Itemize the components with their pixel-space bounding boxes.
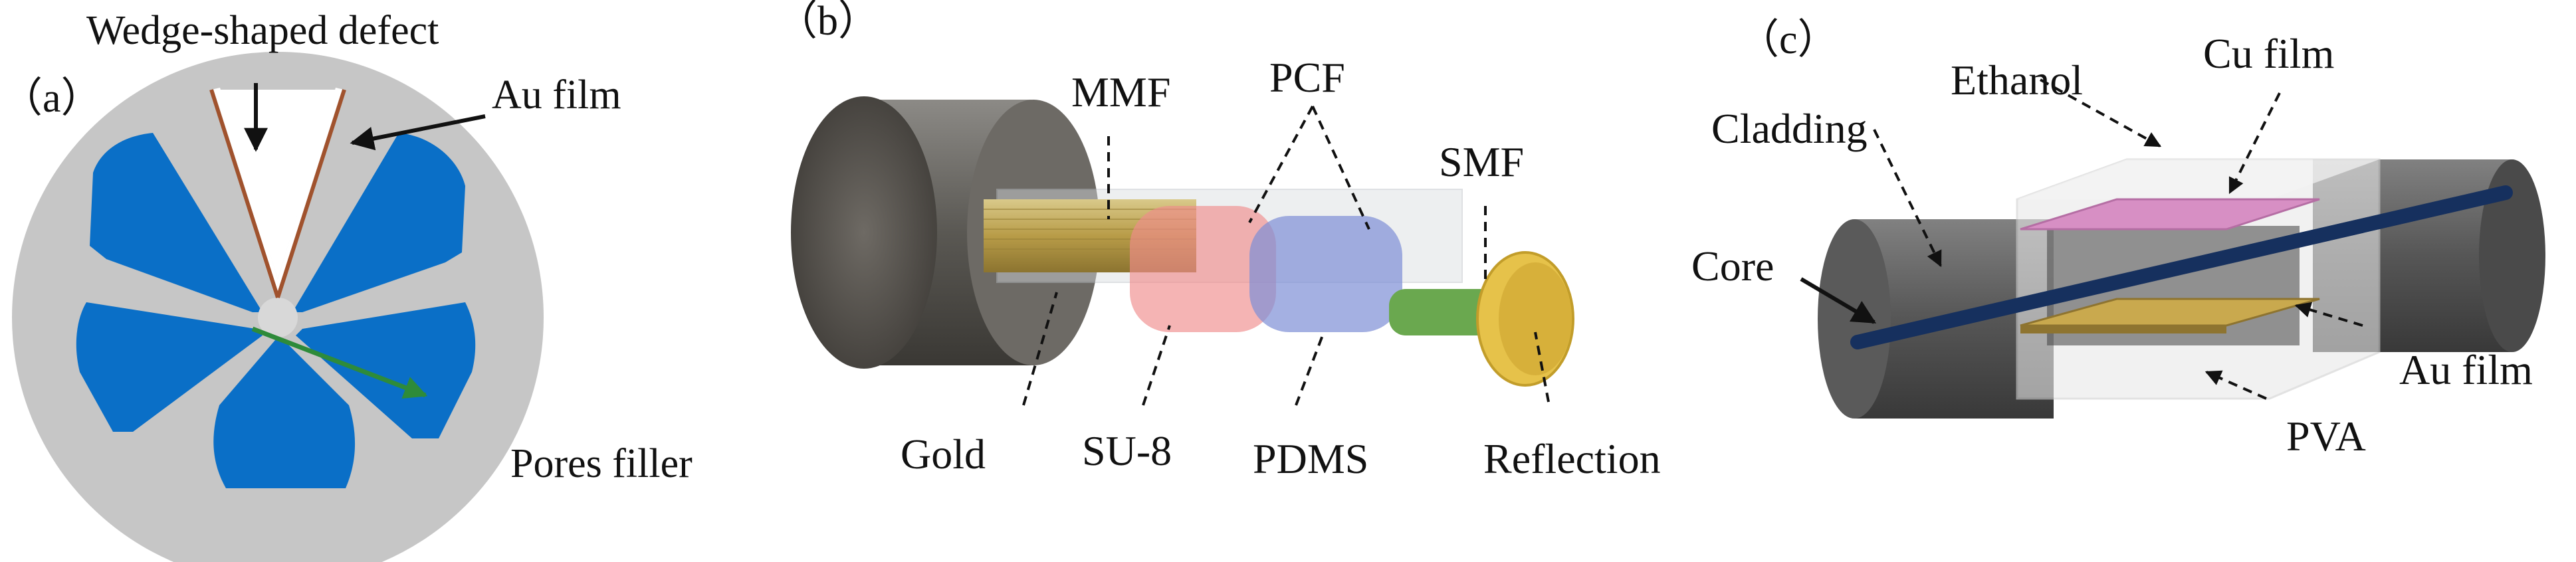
label-pva: PVA (2286, 413, 2366, 460)
label-ethanol: Ethanol (1951, 56, 2083, 104)
label-core: Core (1691, 242, 1774, 290)
panel-c-leaders (1873, 78, 2363, 400)
label-pcf: PCF (1269, 54, 1345, 101)
panel-c: （c） Ethanol Cu film Cladding (1691, 17, 2545, 460)
label-cu-film: Cu film (2203, 30, 2334, 77)
label-wedge-defect: Wedge-shaped defect (86, 8, 439, 53)
pore-bottom (213, 335, 356, 488)
pore-left (76, 302, 263, 432)
su8-segment (1130, 206, 1276, 332)
cu-film (2020, 198, 2320, 231)
wedge-defect (211, 88, 344, 298)
panel-c-label: （c） (1738, 17, 1839, 62)
label-cladding: Cladding (1711, 105, 1868, 152)
core-arrow (1800, 277, 1877, 324)
au-film-left-edge (209, 89, 280, 298)
pore-upper-right (292, 133, 465, 312)
cladding-left-face (1818, 219, 1891, 419)
label-pores-filler: Pores filler (510, 441, 693, 486)
label-au-film-c: Au film (2399, 346, 2533, 393)
end-cap-face (791, 96, 937, 369)
label-reflection: Reflection (1483, 435, 1661, 482)
label-au-film-a: Au film (492, 72, 621, 118)
cladding-right-face (2479, 159, 2545, 352)
label-gold: Gold (901, 430, 986, 478)
pore-right (296, 302, 476, 438)
au-film-right-edge (276, 89, 346, 298)
panel-b-leaders (1022, 106, 1550, 406)
panel-b: （b） (776, 0, 1661, 482)
pores-group (76, 133, 476, 488)
fiber-core-line (1850, 185, 2513, 349)
fiber-core (258, 298, 298, 337)
reflector-face (1499, 262, 1572, 375)
panel-a: （a） Wedge-shaped defect Au film Pores fi… (1, 8, 693, 562)
au-film-arrow-a (350, 114, 486, 151)
label-su8: SU-8 (1082, 427, 1172, 474)
ethanol-box-top (2017, 159, 2379, 199)
pdms-segment (1249, 216, 1402, 332)
pores-filler-arrow (251, 326, 428, 399)
panel-a-label: （a） (1, 76, 102, 121)
panel-b-label: （b） (776, 0, 879, 44)
pva-layer (2020, 326, 2226, 333)
label-mmf: MMF (1071, 68, 1170, 116)
label-smf: SMF (1439, 138, 1524, 185)
label-pdms: PDMS (1253, 435, 1368, 482)
pore-upper-left (90, 133, 263, 312)
